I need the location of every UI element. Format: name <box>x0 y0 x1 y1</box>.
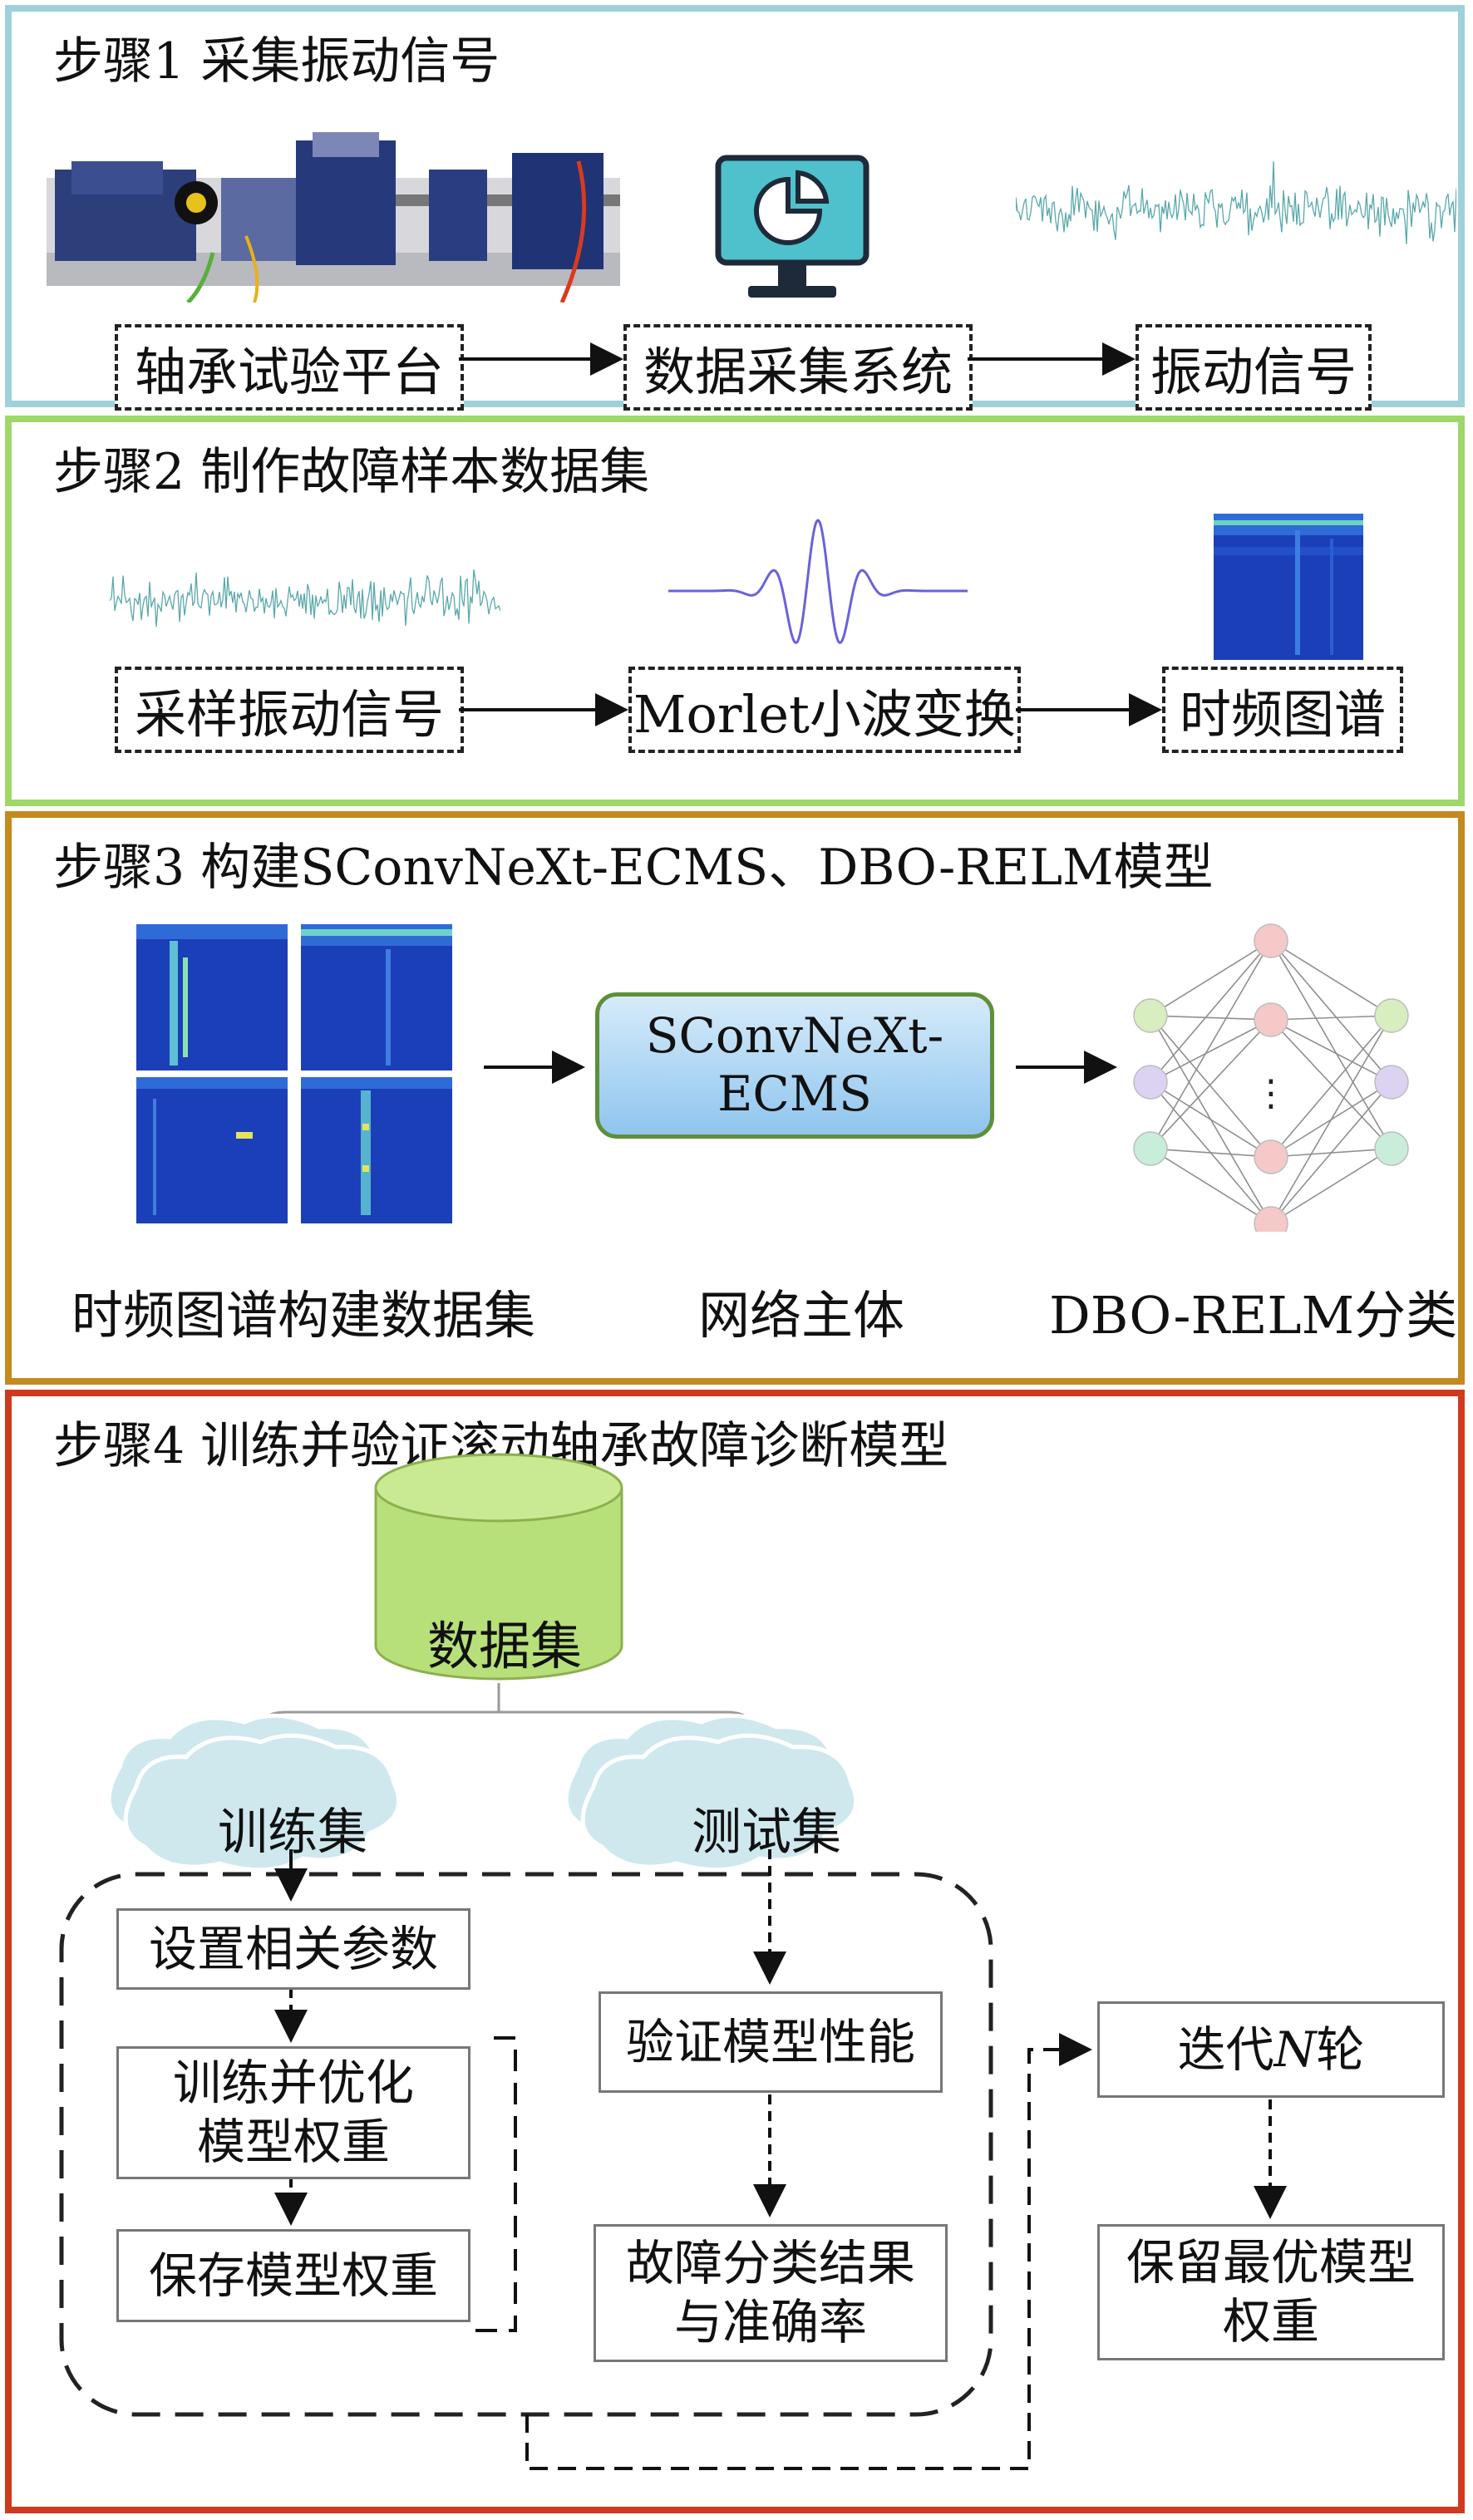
dataset-label: 数据集 <box>427 1616 583 1676</box>
test-cloud <box>564 1713 859 1873</box>
nn-edge <box>1150 1015 1272 1021</box>
box-validate-model: 验证模型性能 <box>599 1991 943 2093</box>
step2-box-sampled-signal: 采样振动信号 <box>115 667 464 753</box>
vibration-waveform <box>110 569 500 628</box>
nn-edge <box>1270 940 1392 1016</box>
label-network-body: 网络主体 <box>698 1285 905 1346</box>
step4-panel: 步骤4 训练并验证滚动轴承故障诊断模型 <box>5 1390 1465 2513</box>
nn-edge <box>1270 1148 1392 1224</box>
spectrogram-tl <box>136 924 288 1071</box>
morlet-wavelet <box>668 519 968 644</box>
waveform-trace <box>1016 160 1456 244</box>
box-train-optimize: 训练并优化 模型权重 <box>116 2046 470 2179</box>
nn-node <box>1374 1065 1409 1100</box>
step2-box-spectrogram: 时频图谱 <box>1162 667 1403 753</box>
nn-edge <box>1150 940 1272 1149</box>
nn-node <box>1254 1002 1288 1037</box>
nn-edge <box>1150 1148 1272 1158</box>
nn-node <box>1254 1206 1288 1232</box>
nn-edge <box>1270 1015 1392 1224</box>
box-fault-result: 故障分类结果 与准确率 <box>594 2224 948 2362</box>
nn-edge <box>1150 1019 1272 1083</box>
step1-box-test-rig: 轴承试验平台 <box>115 324 464 411</box>
nn-edge <box>1150 1148 1272 1224</box>
step2-title: 步骤2 制作故障样本数据集 <box>53 443 650 501</box>
box-set-params: 设置相关参数 <box>116 1908 470 1990</box>
box-iterate-n: 迭代N轮 <box>1097 2001 1445 2098</box>
label-dataset-build: 时频图谱构建数据集 <box>71 1285 536 1346</box>
vibration-waveform <box>1016 160 1456 244</box>
spectrogram-bl <box>136 1077 288 1223</box>
step1-box-signal: 振动信号 <box>1136 324 1372 411</box>
network-body-box: SConvNeXt- ECMS <box>595 992 994 1139</box>
nn-edge <box>1270 940 1392 1149</box>
box-keep-best: 保留最优模型 权重 <box>1097 2224 1445 2360</box>
nn-node <box>1133 998 1168 1033</box>
nn-edge <box>1270 1019 1392 1149</box>
nn-edge <box>1270 1081 1392 1224</box>
train-set-label: 训练集 <box>218 1804 367 1862</box>
step2-panel: 步骤2 制作故障样本数据集 采样振动信号 Morlet小波变换 时频图谱 <box>5 416 1465 806</box>
nn-edge <box>1270 1015 1392 1158</box>
spectrogram <box>1214 514 1363 660</box>
step2-box-morlet: Morlet小波变换 <box>628 667 1021 753</box>
label-dbo-relm: DBO-RELM分类 <box>1049 1285 1458 1346</box>
nn-node <box>1374 1131 1409 1166</box>
waveform-trace <box>110 569 500 628</box>
nn-node <box>1133 1131 1168 1166</box>
nn-edge <box>1270 1019 1392 1083</box>
step3-arrows <box>484 1051 1117 1084</box>
step1-title: 步骤1 采集振动信号 <box>53 32 500 91</box>
nn-edge <box>1270 940 1392 1083</box>
step1-box-acquisition: 数据采集系统 <box>623 324 973 411</box>
nn-edge <box>1150 1019 1272 1149</box>
box-save-weights: 保存模型权重 <box>116 2229 470 2322</box>
step1-arrows <box>459 342 1136 376</box>
spectrogram-tr <box>301 924 452 1071</box>
nn-edge <box>1150 1081 1272 1158</box>
monitor-chart-icon <box>715 155 870 298</box>
step4-connectors <box>59 1453 1287 2470</box>
nn-node <box>1254 1139 1288 1174</box>
train-cloud <box>106 1713 402 1873</box>
nn-edge <box>1270 1015 1392 1021</box>
network-body-label: SConvNeXt- ECMS <box>645 1007 944 1122</box>
neural-network-icon: ⋮ <box>1133 923 1409 1232</box>
nn-node <box>1254 923 1288 958</box>
nn-edge <box>1150 940 1272 1083</box>
spectrogram-br <box>301 1077 452 1223</box>
step3-panel: 步骤3 构建SConvNeXt-ECMS、DBO-RELM模型 <box>5 811 1465 1385</box>
spectrogram-grid <box>136 924 452 1223</box>
step1-panel: 步骤1 采集振动信号 轴承试验平台 数据采集系统 振动信号 <box>5 5 1465 411</box>
nn-node <box>1133 1065 1168 1100</box>
database-icon <box>374 1453 623 1681</box>
ellipsis-dots: ⋮ <box>1253 1072 1289 1115</box>
test-set-label: 测试集 <box>692 1804 841 1862</box>
test-rig-photo <box>47 132 620 303</box>
nn-edge <box>1150 1015 1272 1158</box>
step3-title: 步骤3 构建SConvNeXt-ECMS、DBO-RELM模型 <box>53 839 1214 897</box>
step2-arrows <box>459 693 1162 726</box>
nn-edge <box>1150 940 1272 1016</box>
nn-node <box>1374 998 1409 1033</box>
